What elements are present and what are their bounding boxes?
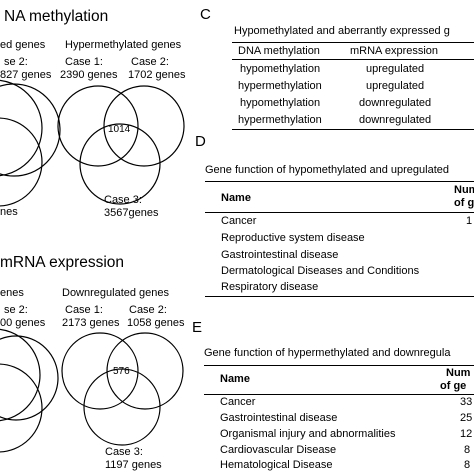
panel-d-row-2-name: Reproductive system disease (221, 232, 365, 244)
panel-d-row-5-name: Respiratory disease (221, 281, 319, 293)
panel-b-right-case2-count: 1058 genes (127, 317, 185, 329)
venn-b-right-circle-3 (83, 368, 161, 446)
panel-a-left-case3-count: nes (0, 206, 18, 218)
panel-e-row-2-value: 25 (460, 412, 473, 424)
panel-c-row-3-methylation: hypomethylation (240, 97, 321, 109)
panel-e-row-4-value: 8 (464, 444, 471, 456)
panel-d-header-name: Name (221, 192, 251, 204)
panel-d-row-4-name: Dermatological Diseases and Conditions (221, 265, 420, 277)
panel-b-right-case2-label: Case 2: (129, 304, 167, 316)
panel-d-header-num-1: Num (454, 184, 474, 196)
panel-e-row-5-value: 8 (464, 459, 471, 471)
panel-c-row-1-methylation: hypomethylation (240, 63, 321, 75)
panel-c-header-rule (232, 59, 474, 60)
panel-e-header-rule (204, 394, 474, 395)
venn-b-left-circle-3 (0, 363, 43, 453)
panel-d-top-rule (205, 181, 474, 182)
venn-a-left-circle-2 (0, 83, 61, 177)
panel-a-right-case1-label: Case 1: (65, 56, 103, 68)
panel-a-title: NA methylation (4, 8, 109, 25)
panel-e-row-1-value: 33 (460, 396, 473, 408)
panel-c-row-4-methylation: hypermethylation (238, 114, 322, 126)
panel-c-row-1-expression: upregulated (366, 63, 425, 75)
venn-a-right-circle-3 (79, 123, 161, 205)
panel-b-left-case2-count: 00 genes (0, 317, 46, 329)
panel-e-row-3-value: 12 (460, 428, 473, 440)
panel-b-up-label: enes (0, 287, 24, 299)
panel-e-header-name: Name (220, 373, 250, 385)
panel-e-header-num-2: of ge (440, 380, 467, 392)
panel-a-hyper-label: Hypermethylated genes (65, 39, 182, 51)
panel-c-letter: C (200, 6, 211, 23)
panel-c-row-4-expression: downregulated (359, 114, 432, 126)
panel-a-right-case3-label: Case 3: (104, 194, 142, 206)
panel-c-top-rule (232, 42, 474, 43)
panel-d-bottom-rule (205, 296, 474, 297)
panel-b-right-case1-count: 2173 genes (62, 317, 120, 329)
panel-e-letter: E (192, 319, 203, 336)
panel-d-row-1-value: 1 (466, 215, 473, 227)
panel-e-title: Gene function of hypermethylated and dow… (204, 347, 451, 359)
panel-e-row-3-name: Organismal injury and abnormalities (220, 428, 396, 440)
venn-b-left-circle-2 (0, 335, 59, 421)
panel-c-header-expression: mRNA expression (350, 45, 439, 57)
panel-c-title: Hypomethylated and aberrantly expressed … (234, 25, 450, 37)
panel-a-right-center-count: 1014 (108, 124, 131, 135)
panel-b-right-case1-label: Case 1: (65, 304, 103, 316)
panel-d-row-3-name: Gastrointestinal disease (221, 249, 339, 261)
venn-a-left-circle-1 (0, 79, 43, 177)
panel-c-row-2-expression: upregulated (366, 80, 425, 92)
panel-c-row-3-expression: downregulated (359, 97, 432, 109)
panel-d-row-1-name: Cancer (221, 215, 257, 227)
panel-a-left-case2-count: 827 genes (0, 69, 52, 81)
panel-c-bottom-rule (232, 129, 474, 130)
panel-d-header-rule (205, 212, 474, 213)
panel-e-top-rule (204, 365, 474, 366)
panel-d-header-num-2: of g (454, 197, 474, 209)
panel-a-left-case2-label: se 2: (4, 56, 28, 68)
panel-e-row-5-name: Hematological Disease (220, 459, 333, 471)
venn-a-right-circle-2 (103, 85, 185, 167)
panel-b-left-case2-label: se 2: (4, 304, 28, 316)
venn-a-left-circle-3 (0, 117, 43, 207)
venn-b-left-circle-1 (0, 328, 41, 422)
panel-e-header-num-1: Num (446, 367, 471, 379)
panel-a-right-case2-label: Case 2: (131, 56, 169, 68)
panel-e-row-4-name: Cardiovascular Disease (220, 444, 337, 456)
panel-b-down-label: Downregulated genes (62, 287, 170, 299)
panel-d-letter: D (195, 133, 206, 150)
panel-d-title: Gene function of hypomethylated and upre… (205, 164, 450, 176)
venn-b-right-circle-1 (61, 332, 139, 410)
panel-c-header-methylation: DNA methylation (238, 45, 320, 57)
panel-b-right-case3-count: 1197 genes (105, 459, 162, 471)
venn-b-right-circle-2 (106, 332, 184, 410)
panel-a-right-case1-count: 2390 genes (60, 69, 118, 81)
venn-a-right-circle-1 (57, 85, 139, 167)
panel-e-row-2-name: Gastrointestinal disease (220, 412, 338, 424)
panel-b-right-case3-label: Case 3: (105, 446, 143, 458)
panel-b-title: mRNA expression (0, 254, 125, 271)
panel-e-row-1-name: Cancer (220, 396, 256, 408)
panel-a-right-case2-count: 1702 genes (128, 69, 186, 81)
panel-a-right-case3-count: 3567genes (104, 207, 159, 219)
panel-a-hypo-label: ed genes (0, 39, 46, 51)
panel-b-right-center-count: 576 (113, 366, 130, 377)
panel-c-row-2-methylation: hypermethylation (238, 80, 322, 92)
